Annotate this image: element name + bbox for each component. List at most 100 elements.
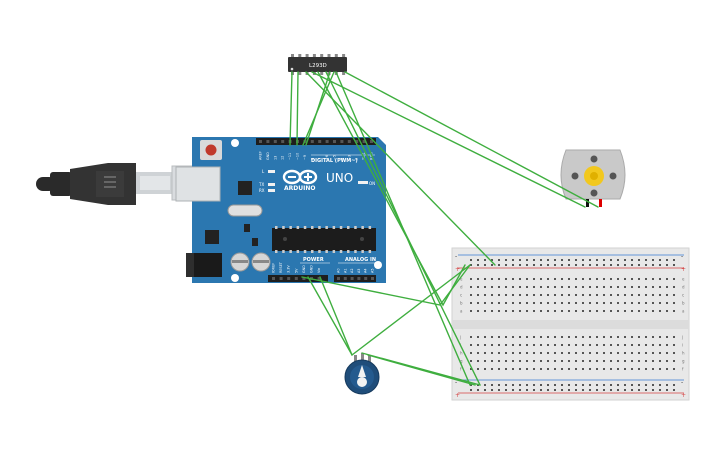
breadboard-hole[interactable]	[645, 278, 647, 280]
breadboard-hole[interactable]	[666, 389, 668, 391]
digital-pin[interactable]	[310, 140, 314, 143]
chip-pin[interactable]	[320, 54, 324, 58]
breadboard-hole[interactable]	[638, 310, 640, 312]
breadboard-hole[interactable]	[596, 336, 598, 338]
breadboard-hole[interactable]	[659, 259, 661, 261]
breadboard-hole[interactable]	[666, 352, 668, 354]
digital-pin[interactable]	[370, 140, 373, 143]
breadboard-hole[interactable]	[603, 384, 605, 386]
breadboard-hole[interactable]	[666, 368, 668, 370]
breadboard-hole[interactable]	[491, 336, 493, 338]
breadboard-hole[interactable]	[561, 278, 563, 280]
breadboard-hole[interactable]	[603, 336, 605, 338]
arduino-uno-board[interactable]: L TX RX ON UNO ARDUINO DIGITAL (PWM~) AR…	[175, 137, 386, 283]
breadboard-hole[interactable]	[638, 389, 640, 391]
breadboard-hole[interactable]	[673, 310, 675, 312]
breadboard-hole[interactable]	[519, 264, 521, 266]
breadboard-hole[interactable]	[624, 286, 626, 288]
breadboard-hole[interactable]	[631, 389, 633, 391]
breadboard-hole[interactable]	[526, 310, 528, 312]
breadboard-hole[interactable]	[589, 259, 591, 261]
breadboard-hole[interactable]	[603, 352, 605, 354]
breadboard-hole[interactable]	[617, 389, 619, 391]
breadboard-hole[interactable]	[477, 278, 479, 280]
breadboard-hole[interactable]	[533, 384, 535, 386]
breadboard-hole[interactable]	[526, 286, 528, 288]
breadboard-hole[interactable]	[673, 360, 675, 362]
breadboard-hole[interactable]	[547, 264, 549, 266]
breadboard-hole[interactable]	[477, 302, 479, 304]
breadboard-hole[interactable]	[638, 360, 640, 362]
wire[interactable]	[344, 71, 599, 208]
analog-pin[interactable]	[371, 277, 374, 280]
breadboard-hole[interactable]	[470, 278, 472, 280]
breadboard-hole[interactable]	[470, 389, 472, 391]
breadboard-hole[interactable]	[659, 264, 661, 266]
breadboard-hole[interactable]	[561, 336, 563, 338]
breadboard-hole[interactable]	[638, 352, 640, 354]
breadboard-hole[interactable]	[477, 360, 479, 362]
breadboard-hole[interactable]	[659, 389, 661, 391]
breadboard-hole[interactable]	[582, 259, 584, 261]
breadboard-hole[interactable]	[477, 264, 479, 266]
wire[interactable]	[301, 264, 471, 306]
motor-terminal-black[interactable]	[586, 199, 589, 207]
breadboard-hole[interactable]	[498, 294, 500, 296]
breadboard-hole[interactable]	[477, 310, 479, 312]
breadboard-hole[interactable]	[631, 352, 633, 354]
breadboard-hole[interactable]	[470, 352, 472, 354]
breadboard-hole[interactable]	[603, 389, 605, 391]
breadboard-hole[interactable]	[561, 352, 563, 354]
breadboard-hole[interactable]	[554, 259, 556, 261]
analog-pin[interactable]	[343, 277, 347, 280]
breadboard-hole[interactable]	[659, 384, 661, 386]
breadboard-hole[interactable]	[631, 278, 633, 280]
breadboard-hole[interactable]	[568, 278, 570, 280]
breadboard-hole[interactable]	[652, 360, 654, 362]
breadboard-hole[interactable]	[596, 352, 598, 354]
analog-pin[interactable]	[364, 277, 368, 280]
breadboard-hole[interactable]	[533, 389, 535, 391]
breadboard-hole[interactable]	[533, 336, 535, 338]
breadboard-hole[interactable]	[540, 259, 542, 261]
breadboard-hole[interactable]	[526, 384, 528, 386]
breadboard-hole[interactable]	[526, 264, 528, 266]
breadboard-hole[interactable]	[631, 344, 633, 346]
breadboard-hole[interactable]	[659, 352, 661, 354]
breadboard-hole[interactable]	[512, 302, 514, 304]
analog-pin[interactable]	[337, 277, 340, 280]
breadboard-hole[interactable]	[575, 264, 577, 266]
breadboard-hole[interactable]	[596, 310, 598, 312]
breadboard-hole[interactable]	[561, 384, 563, 386]
breadboard-hole[interactable]	[568, 344, 570, 346]
breadboard-hole[interactable]	[540, 389, 542, 391]
breadboard-hole[interactable]	[491, 278, 493, 280]
breadboard-hole[interactable]	[484, 389, 486, 391]
breadboard-hole[interactable]	[547, 344, 549, 346]
breadboard-hole[interactable]	[484, 294, 486, 296]
chip-pin[interactable]	[298, 54, 302, 58]
chip-pin[interactable]	[305, 54, 309, 58]
breadboard-hole[interactable]	[470, 302, 472, 304]
digital-pin[interactable]	[281, 140, 285, 143]
breadboard-hole[interactable]	[561, 389, 563, 391]
breadboard-hole[interactable]	[554, 310, 556, 312]
breadboard-hole[interactable]	[617, 336, 619, 338]
breadboard-hole[interactable]	[540, 302, 542, 304]
breadboard-hole[interactable]	[631, 336, 633, 338]
breadboard-hole[interactable]	[547, 259, 549, 261]
breadboard-hole[interactable]	[526, 360, 528, 362]
breadboard-hole[interactable]	[554, 384, 556, 386]
breadboard-hole[interactable]	[498, 336, 500, 338]
breadboard-hole[interactable]	[505, 344, 507, 346]
breadboard-hole[interactable]	[512, 294, 514, 296]
breadboard-hole[interactable]	[470, 360, 472, 362]
breadboard-hole[interactable]	[491, 310, 493, 312]
breadboard-hole[interactable]	[519, 259, 521, 261]
breadboard-hole[interactable]	[610, 384, 612, 386]
breadboard-hole[interactable]	[659, 302, 661, 304]
wire[interactable]	[305, 71, 331, 146]
breadboard-hole[interactable]	[533, 294, 535, 296]
breadboard-hole[interactable]	[610, 310, 612, 312]
breadboard-hole[interactable]	[561, 360, 563, 362]
